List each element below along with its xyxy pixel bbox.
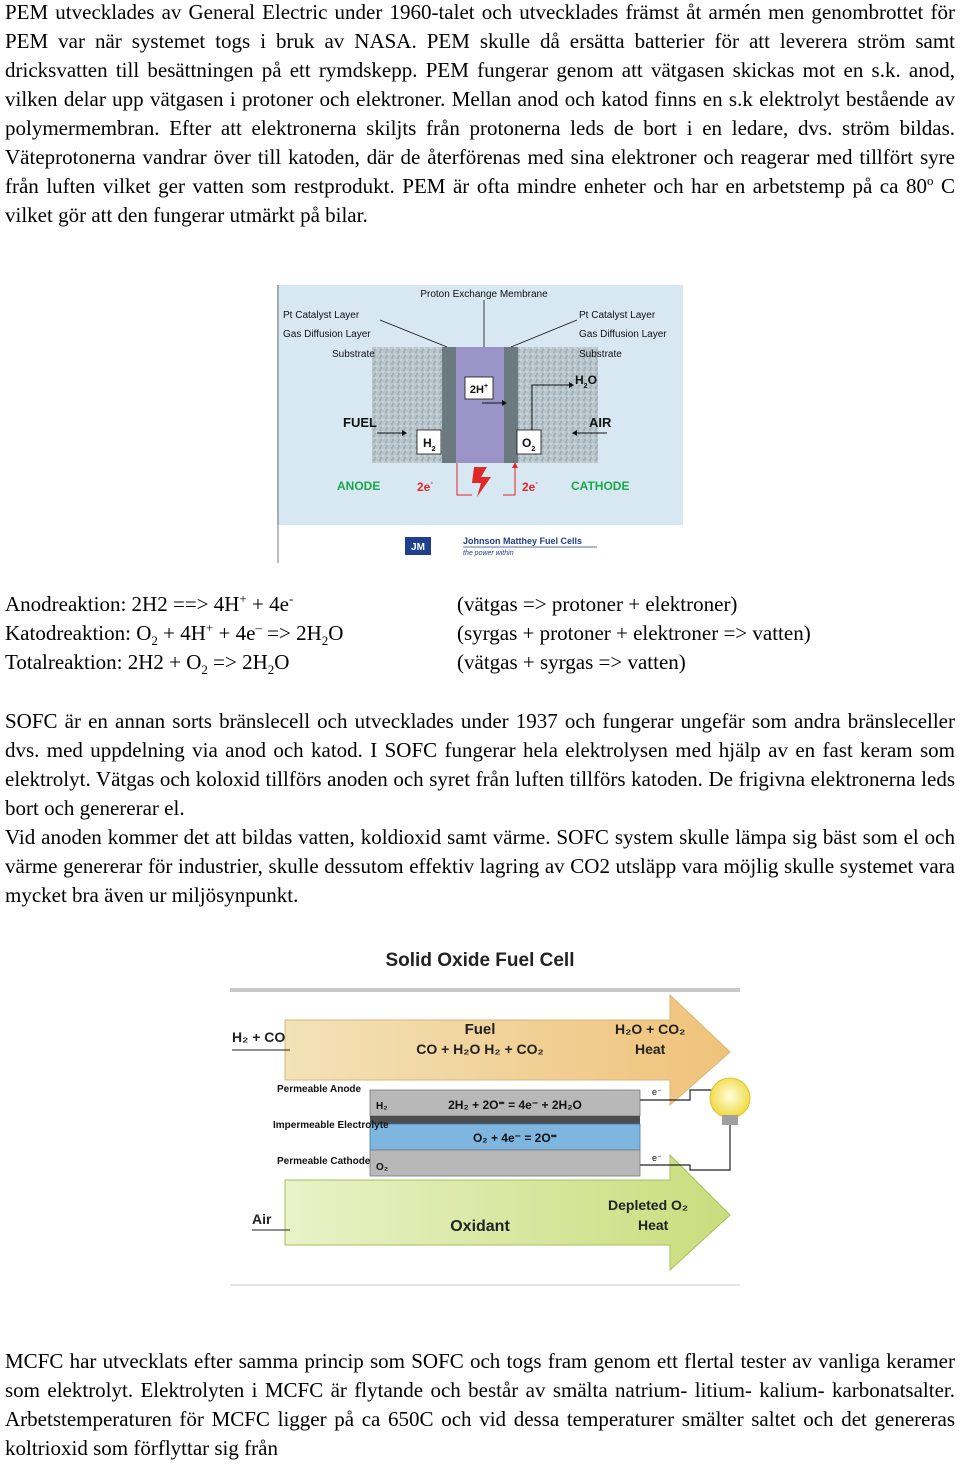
- svg-text:H2O: H2O: [575, 373, 597, 390]
- heat-top-label: Heat: [635, 1041, 666, 1057]
- svg-text:H2: H2: [423, 436, 436, 453]
- anode-reaction: 2H₂ + 2O⁼ = 4e⁻ + 2H₂O: [448, 1098, 582, 1112]
- proton-label: 2H: [470, 384, 484, 396]
- electrolyte-layer: [369, 1123, 641, 1151]
- sofc-paragraph-1: SOFC är en annan sorts bränslecell och u…: [5, 709, 955, 820]
- anode-reaction-row: Anodreaktion: 2H2 ==> 4H+ + 4e- (vätgas …: [5, 590, 955, 619]
- pem-fuel-cell-diagram: Proton Exchange Membrane Pt Catalyst Lay…: [277, 285, 683, 563]
- right-layer-1: Pt Catalyst Layer: [579, 310, 656, 321]
- mcfc-paragraph: MCFC har utvecklats efter samma princip …: [5, 1349, 955, 1460]
- sofc-title: Solid Oxide Fuel Cell: [386, 950, 575, 971]
- logo-name: Johnson Matthey Fuel Cells: [463, 536, 582, 546]
- air-arrow: [284, 1153, 731, 1272]
- pem-paragraph: PEM utvecklades av General Electric unde…: [5, 0, 955, 227]
- air-label: Air: [252, 1211, 272, 1227]
- electron-bottom: e⁻: [652, 1153, 662, 1163]
- depleted-o2-label: Depleted O₂: [608, 1197, 688, 1213]
- air-label: AIR: [589, 415, 612, 430]
- heat-bottom-label: Heat: [638, 1217, 669, 1233]
- fuel-reactions: CO + H₂O H₂ + CO₂: [416, 1041, 544, 1057]
- light-bulb-icon: [709, 1077, 751, 1125]
- anode-label: ANODE: [337, 479, 380, 493]
- total-reaction-desc: (vätgas + syrgas => vatten): [457, 650, 686, 674]
- right-layer-2: Gas Diffusion Layer: [579, 329, 667, 340]
- johnson-matthey-logo: JM Johnson Matthey Fuel Cells the power …: [405, 536, 597, 557]
- pem-title: Proton Exchange Membrane: [420, 289, 548, 300]
- fuel-label: Fuel: [465, 1021, 496, 1038]
- oxidant-label: Oxidant: [450, 1218, 510, 1235]
- left-layer-3: Substrate: [332, 349, 375, 360]
- cathode-reaction-desc: (syrgas + protoner + elektroner => vatte…: [457, 621, 811, 645]
- o2-label: O: [522, 436, 531, 450]
- left-layer-1: Pt Catalyst Layer: [283, 310, 360, 321]
- fuel-arrow: [284, 993, 731, 1107]
- svg-text:JM: JM: [411, 542, 425, 553]
- cathode-side-label: Permeable Cathode: [277, 1156, 371, 1167]
- spark-icon: [472, 467, 491, 497]
- electron-right: 2e: [522, 480, 536, 494]
- fuel-input-label: H₂ + CO: [232, 1029, 285, 1045]
- fuel-label: FUEL: [343, 415, 377, 430]
- o2-molecule: O₂: [376, 1162, 388, 1173]
- cathode-reaction: O₂ + 4e⁻ = 2O⁼: [473, 1131, 557, 1145]
- svg-text:2e-: 2e-: [417, 478, 433, 494]
- cathode-layer: [369, 1149, 641, 1177]
- logo-tagline: the power within: [463, 550, 514, 557]
- h2-molecule: H₂: [376, 1101, 388, 1112]
- cathode-reaction-row: Katodreaktion: O2 + 4H+ + 4e– => 2H2O (s…: [5, 620, 811, 649]
- svg-text:2H+: 2H+: [470, 383, 488, 396]
- cathode-label: CATHODE: [571, 479, 629, 493]
- sofc-diagram: Solid Oxide Fuel Cell H₂ + CO Fuel CO + …: [230, 950, 751, 1286]
- left-layer-2: Gas Diffusion Layer: [283, 329, 371, 340]
- anode-side-label: Permeable Anode: [277, 1084, 362, 1095]
- water-label: H: [575, 373, 584, 387]
- reaction-equations: Anodreaktion: 2H2 ==> 4H+ + 4e- (vätgas …: [5, 590, 955, 677]
- electrolyte-side-label: Impermeable Electrolyte: [273, 1120, 389, 1131]
- svg-text:2e-: 2e-: [522, 478, 538, 494]
- total-reaction-row: Totalreaktion: 2H2 + O2 => 2H2O (vätgas …: [5, 650, 686, 678]
- sofc-paragraph-2: Vid anoden kommer det att bildas vatten,…: [5, 825, 955, 907]
- electron-top: e⁻: [652, 1087, 662, 1097]
- anode-layer: [369, 1089, 641, 1117]
- exhaust-label: H₂O + CO₂: [615, 1021, 685, 1037]
- right-layer-3: Substrate: [579, 349, 622, 360]
- h2-label: H: [423, 436, 432, 450]
- svg-text:O2: O2: [522, 436, 535, 453]
- electron-left: 2e: [417, 480, 431, 494]
- membrane-band: [456, 347, 504, 463]
- anode-reaction-desc: (vätgas => protoner + elektroner): [457, 592, 738, 616]
